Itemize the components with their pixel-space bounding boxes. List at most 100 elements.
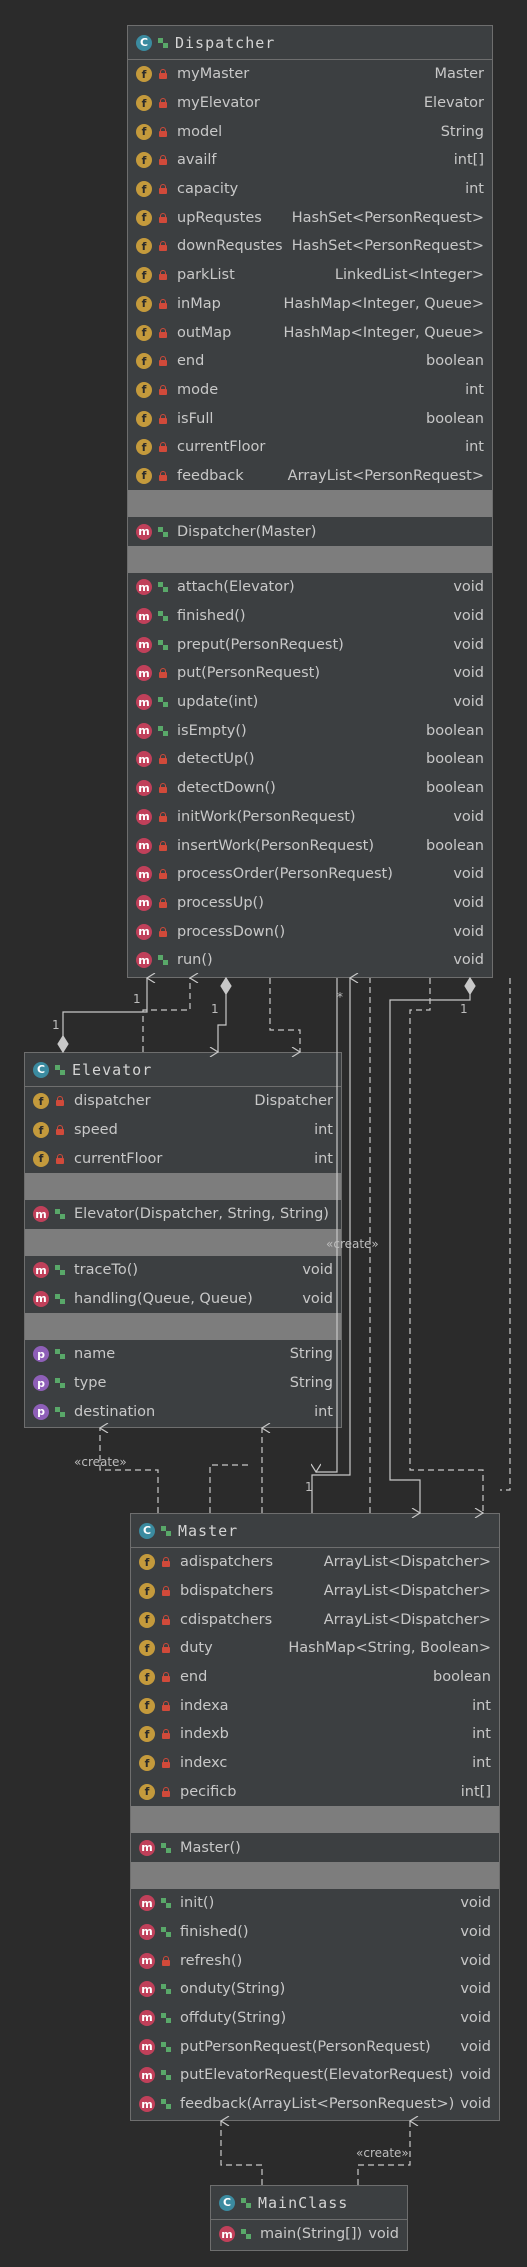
member-type: String: [440, 123, 484, 140]
public-icon: [54, 1264, 66, 1276]
dependency-dispatcher-elevator: [269, 978, 300, 1052]
member-type: boolean: [426, 410, 484, 427]
method-icon: m: [136, 665, 152, 682]
master-header[interactable]: C Master: [131, 1514, 499, 1548]
member-type: int: [472, 1726, 491, 1743]
class-icon: C: [33, 1061, 49, 1078]
member-type: String: [289, 1375, 333, 1392]
member-name: run(): [177, 952, 213, 969]
member-type: void: [453, 808, 484, 825]
member-name: myElevator: [177, 95, 260, 112]
member-name: currentFloor: [177, 439, 266, 456]
field-icon: f: [139, 1697, 155, 1714]
member-name: parkList: [177, 267, 235, 284]
elevator-header[interactable]: C Elevator: [25, 1053, 341, 1087]
field-icon: f: [136, 181, 152, 198]
member-name: type: [74, 1375, 107, 1392]
method-icon: m: [139, 2009, 155, 2026]
member-type: void: [460, 1952, 491, 1969]
field-icon: f: [136, 152, 152, 169]
dependency-master-elevator-3: [209, 1464, 252, 1513]
member-name: cdispatchers: [180, 1611, 273, 1628]
mainclass-header[interactable]: C MainClass: [211, 2186, 407, 2220]
member-type: void: [453, 923, 484, 940]
member-name: Dispatcher(Master): [177, 523, 317, 540]
method-icon: m: [139, 2096, 155, 2113]
member-type: Dispatcher: [254, 1093, 333, 1110]
composition-diamond: [464, 976, 476, 996]
member-name: putPersonRequest(PersonRequest): [180, 2038, 431, 2055]
public-icon: [160, 1983, 172, 1995]
private-icon: [160, 1728, 172, 1740]
member-name: putElevatorRequest(ElevatorRequest): [180, 2067, 454, 2084]
member-type: int: [465, 439, 484, 456]
dispatcher-header[interactable]: C Dispatcher: [128, 26, 492, 60]
field-icon: f: [136, 267, 152, 284]
